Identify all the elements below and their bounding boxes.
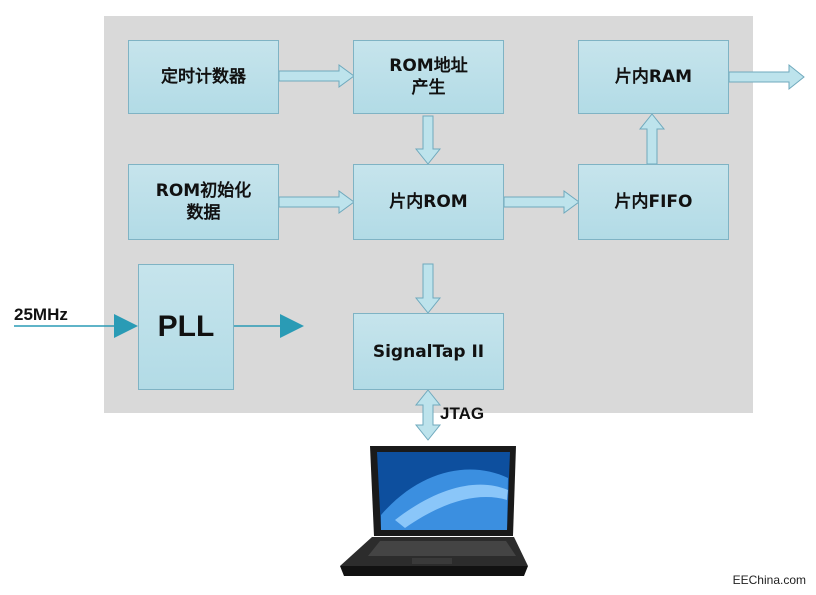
block-pll: PLL: [138, 264, 234, 390]
laptop-icon: [336, 445, 528, 582]
source-watermark: EEChina.com: [732, 573, 806, 587]
clock-input-arrowhead: [114, 314, 138, 338]
arrow-jtag-link: [414, 389, 442, 441]
arrow-rominit-to-rom: [278, 190, 355, 214]
block-rom-address-gen: ROM地址 产生: [353, 40, 504, 114]
clock-input-label: 25MHz: [14, 305, 68, 324]
arrow-rom-to-signaltap: [414, 263, 442, 314]
block-onchip-ram: 片内RAM: [578, 40, 729, 114]
arrow-fifo-to-ram: [638, 113, 666, 165]
arrow-ram-output: [728, 63, 805, 91]
block-rom-init-data: ROM初始化 数据: [128, 164, 279, 240]
arrow-timer-to-romaddr: [278, 64, 355, 88]
block-onchip-rom: 片内ROM: [353, 164, 504, 240]
block-signaltap: SignalTap II: [353, 313, 504, 390]
block-timer-counter: 定时计数器: [128, 40, 279, 114]
arrow-romaddr-to-rom: [414, 115, 442, 165]
pll-output-arrowhead: [280, 314, 304, 338]
arrow-rom-to-fifo: [503, 190, 580, 214]
block-onchip-fifo: 片内FIFO: [578, 164, 729, 240]
jtag-label: JTAG: [440, 404, 485, 423]
